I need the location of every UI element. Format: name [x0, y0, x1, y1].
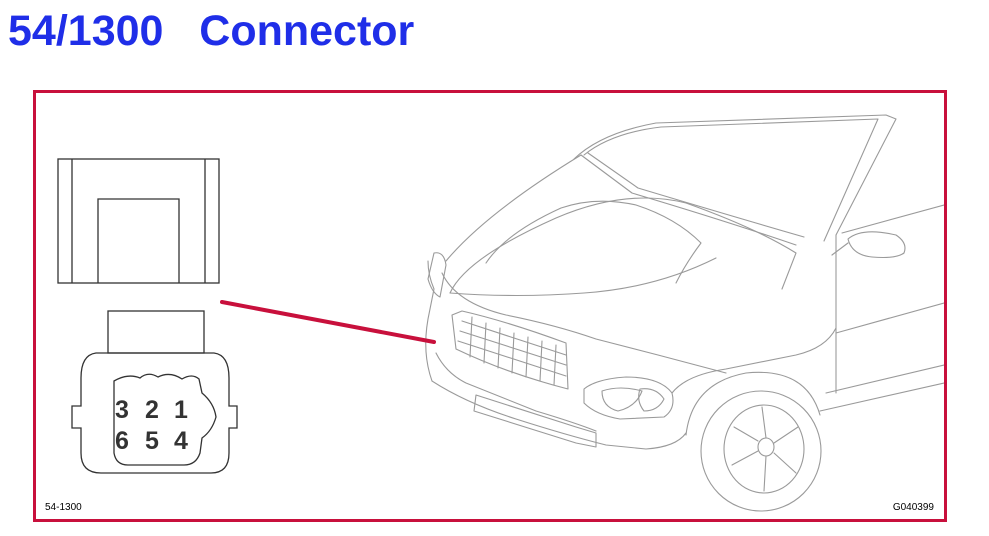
connector-pin-cavity: [113, 373, 217, 466]
vehicle-hood-bulge: [485, 200, 702, 284]
page-title: 54/1300 Connector: [8, 7, 415, 55]
vehicle-side-body-line: [835, 302, 944, 334]
connector-side-view: [57, 158, 220, 284]
vehicle-right-headlight-lens: [601, 387, 643, 412]
pin-label: 2: [145, 396, 159, 424]
connector-housing-outline: [57, 158, 220, 284]
vehicle-front-tire: [700, 390, 822, 512]
pin-label: 4: [174, 427, 188, 455]
vehicle-front-bumper: [431, 380, 687, 450]
pin-label: 3: [115, 396, 129, 424]
vehicle-left-fender: [425, 260, 435, 382]
pin-label: 1: [174, 396, 188, 424]
vehicle-illustration: [425, 114, 944, 512]
vehicle-left-headlight: [427, 252, 447, 298]
connector-location-diagram: 3 2 1 6 5 4: [57, 114, 944, 512]
vehicle-a-pillar-inner: [587, 152, 805, 238]
pin-label: 6: [115, 427, 129, 455]
connector-latch-tab: [107, 310, 205, 354]
vehicle-wheel-arch: [685, 371, 821, 436]
connector-housing-inner-window: [97, 198, 180, 283]
vehicle-a-pillar: [580, 154, 797, 246]
vehicle-mirror-stem: [831, 242, 849, 256]
illustration-reference-label: G040399: [892, 502, 934, 513]
diagram-frame: 3 2 1 6 5 4: [33, 90, 947, 522]
vehicle-hood-outline: [445, 154, 582, 262]
vehicle-grille-outline: [451, 310, 569, 390]
pin-label: 5: [145, 427, 159, 455]
vehicle-front-rim: [723, 404, 805, 494]
vehicle-side-body-line: [819, 382, 944, 412]
vehicle-right-headlight-lens: [638, 388, 665, 412]
vehicle-wheel-spokes: [731, 406, 799, 492]
vehicle-side-body-line: [825, 364, 944, 394]
connector-location-pointer: [220, 300, 436, 344]
vehicle-roof-line: [573, 114, 897, 236]
connector-pin-numbers: 3 2 1 6 5 4: [115, 396, 188, 455]
vehicle-right-fender: [671, 327, 837, 394]
vehicle-hood-crease: [449, 257, 717, 297]
vehicle-right-headlight: [583, 376, 674, 420]
vehicle-bumper-intake: [473, 394, 597, 448]
vehicle-hood-edge: [449, 197, 797, 294]
connector-face-outline: [71, 352, 238, 474]
vehicle-side-mirror: [847, 231, 906, 259]
vehicle-grille-mesh: [457, 316, 567, 386]
vehicle-bumper-lower: [435, 352, 597, 432]
vehicle-wheel-hub: [757, 437, 775, 457]
vehicle-windshield-frame: [583, 118, 879, 242]
connector-face-view: [71, 310, 238, 474]
component-reference-label: 54-1300: [45, 502, 82, 513]
vehicle-hood-front-edge: [441, 272, 727, 374]
vehicle-window-line: [841, 204, 944, 234]
